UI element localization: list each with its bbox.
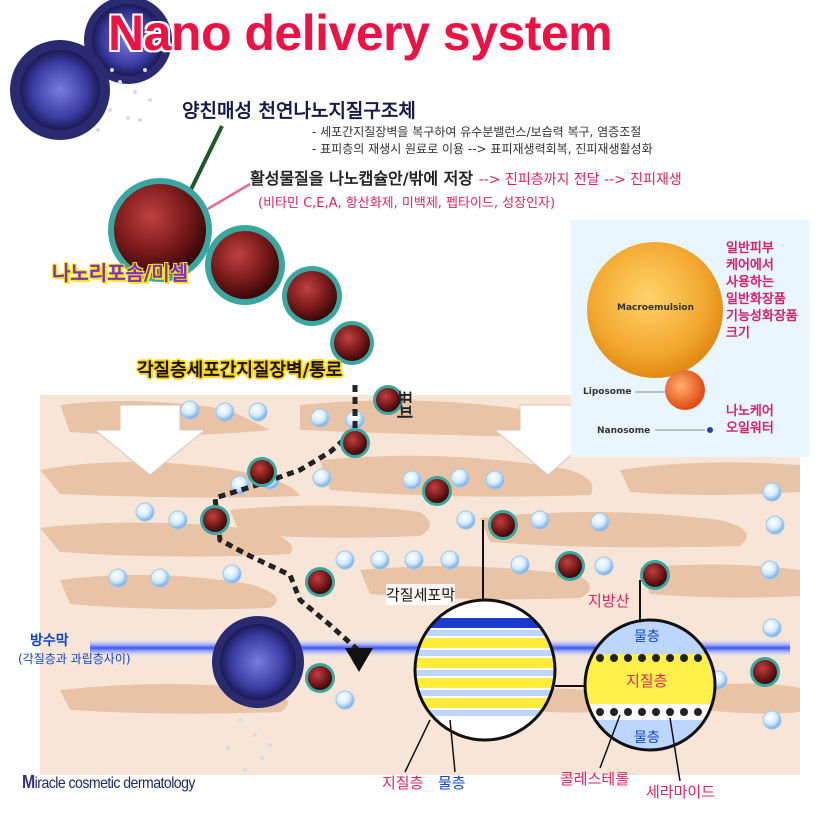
label-sebum: 지방산 [588, 592, 630, 610]
legend-water: 물층 [438, 774, 466, 792]
label-barrier-sub: (각질층과 과립층사이) [18, 652, 131, 666]
label-liposome-micelle: 나노리포솜/미셀 [52, 261, 189, 285]
bottom-vesicle [212, 616, 304, 772]
liposome-sphere [665, 370, 705, 410]
top-vesicles [10, 0, 172, 140]
label-vertical: 표피 [395, 390, 414, 420]
legend-line-lipid [404, 719, 431, 773]
description-2: - 표피층의 재생시 원료로 이용 --> 표피재생력회복, 진피재생활성화 [312, 142, 653, 156]
pathway-arrowhead [345, 648, 373, 672]
inset-side-text-2: 나노케어 오일워터 [726, 404, 774, 436]
label-corneocyte-membrane: 각질세포막 [386, 584, 456, 605]
nanosome-dot [707, 427, 713, 433]
logo-cap: M [22, 772, 35, 792]
legend-line-chol [599, 714, 621, 769]
small-liposomes [200, 385, 780, 693]
legend-lipid: 지질층 [382, 774, 424, 792]
label-barrier: 방수막 [30, 633, 69, 649]
nano-liposomes [108, 178, 374, 365]
storage-main: 활성물질을 나노캡슐안/밖에 저장 [250, 169, 474, 188]
label-water-bottom: 물층 [634, 730, 660, 746]
legend-line-ceramide [669, 717, 681, 782]
legend-line-water [449, 719, 456, 773]
legend-cholesterol: 콜레스테롤 [560, 770, 630, 788]
down-arrow-left [93, 404, 207, 476]
magnifier-membrane-ring [413, 598, 557, 742]
storage-arrow-text: --> 진피층까지 전달 --> 진피재생 [478, 172, 682, 188]
brand-logo: Miracle cosmetic dermatology [22, 772, 195, 793]
logo-rest: iracle cosmetic dermatology [34, 775, 196, 792]
pathway-dashes [212, 385, 360, 652]
macroemulsion-sphere [587, 242, 723, 378]
inset-label-nanosome: Nanosome [597, 426, 651, 436]
inset-label-macroemulsion: Macroemulsion [617, 303, 694, 313]
label-water-top: 물층 [634, 629, 660, 645]
description-1: - 세포간지질장벽을 복구하여 유수분밸런스/보습력 복구, 염증조절 [312, 125, 642, 139]
storage-line: 활성물질을 나노캡슐안/밖에 저장 --> 진피층까지 전달 --> 진피재생 [250, 165, 682, 189]
sub-heading: 양친매성 천연나노지질구조체 [182, 100, 416, 122]
corneocyte-bands [40, 398, 800, 714]
inset-label-liposome: Liposome [583, 387, 632, 397]
label-lipid-layer: 지질층 [626, 672, 668, 690]
magnifier-lipid-ring [583, 618, 717, 752]
legend-ceramide: 세라마이드 [646, 783, 716, 801]
inset-side-text-1: 일반피부 케어에서 사용하는 일반화장품 기능성화장품 크기 [726, 241, 798, 341]
label-pathway: 각질층세포간지질장벽/통로 [137, 360, 343, 381]
ingredients-list: (비타민 C,E,A, 항산화제, 미백제, 펩타이드, 성장인자) [258, 196, 556, 211]
page-title: Nano delivery system [108, 5, 613, 61]
magnifier-membrane [415, 600, 555, 740]
magnifier-lipid [585, 620, 715, 750]
